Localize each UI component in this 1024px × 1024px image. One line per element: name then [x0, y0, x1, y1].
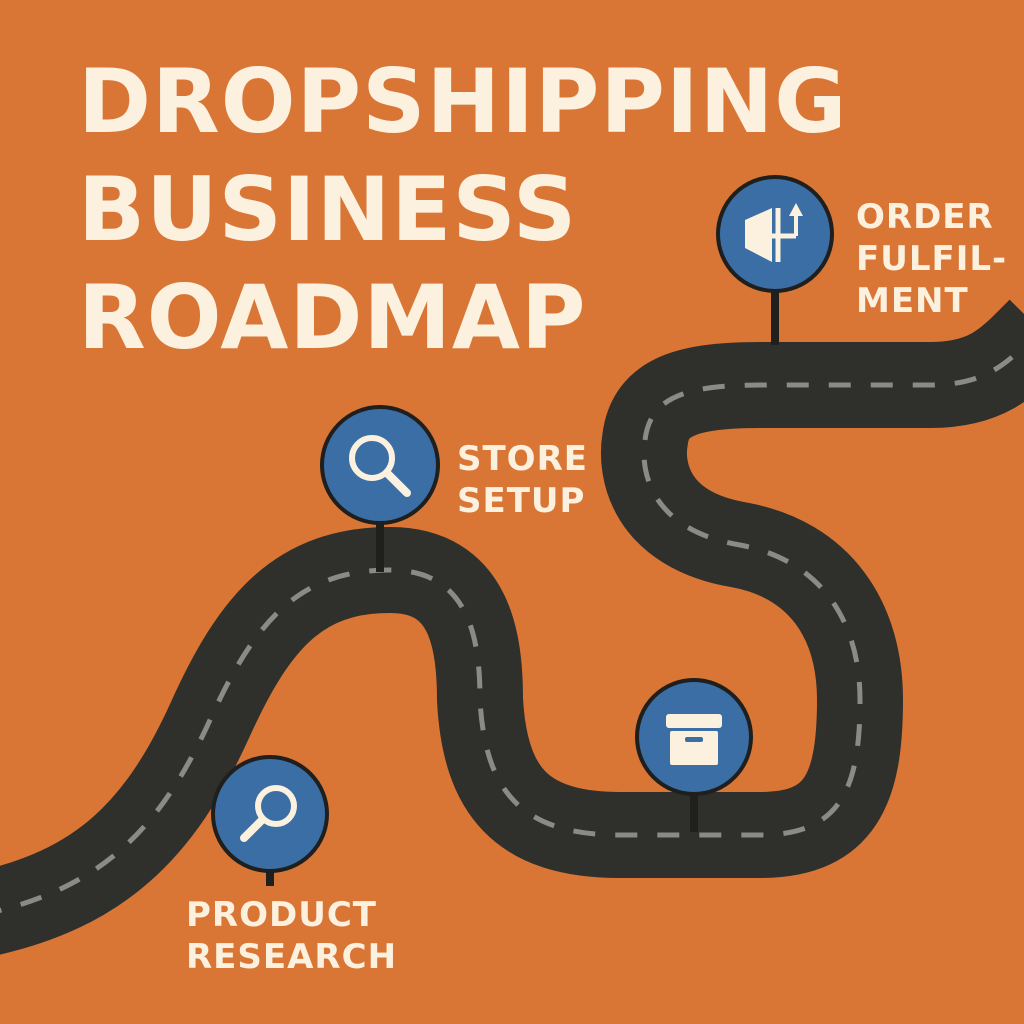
fulfillment-arrow-icon — [745, 203, 803, 262]
label-line: RESEARCH — [186, 937, 398, 977]
label-line: FULFIL- — [856, 239, 1008, 279]
label-product-research: PRODUCT RESEARCH — [186, 894, 398, 978]
title-line-2: BUSINESS — [78, 158, 578, 261]
magnifier-icon — [349, 435, 411, 497]
pin-order-fulfilment — [716, 175, 834, 345]
road-center-dashes — [0, 342, 1024, 913]
title-line-1: DROPSHIPPING — [78, 50, 848, 153]
label-line: STORE — [457, 439, 588, 479]
pin-product-research — [211, 755, 329, 886]
label-line: SETUP — [457, 481, 586, 521]
label-line: MENT — [856, 281, 969, 321]
box-icon — [666, 714, 722, 765]
pin-circle — [320, 405, 440, 525]
label-line: ORDER — [856, 197, 994, 237]
road-surface — [0, 299, 1024, 955]
road — [0, 299, 1024, 955]
label-order-fulfilment: ORDER FULFIL- MENT — [856, 196, 1007, 322]
title-line-3: ROADMAP — [78, 266, 587, 369]
magnifier-icon — [240, 785, 297, 842]
pin-inventory — [635, 678, 753, 832]
pin-store-setup — [320, 405, 440, 572]
label-store-setup: STORE SETUP — [457, 438, 588, 522]
label-line: PRODUCT — [186, 895, 377, 935]
pin-circle — [211, 755, 329, 873]
